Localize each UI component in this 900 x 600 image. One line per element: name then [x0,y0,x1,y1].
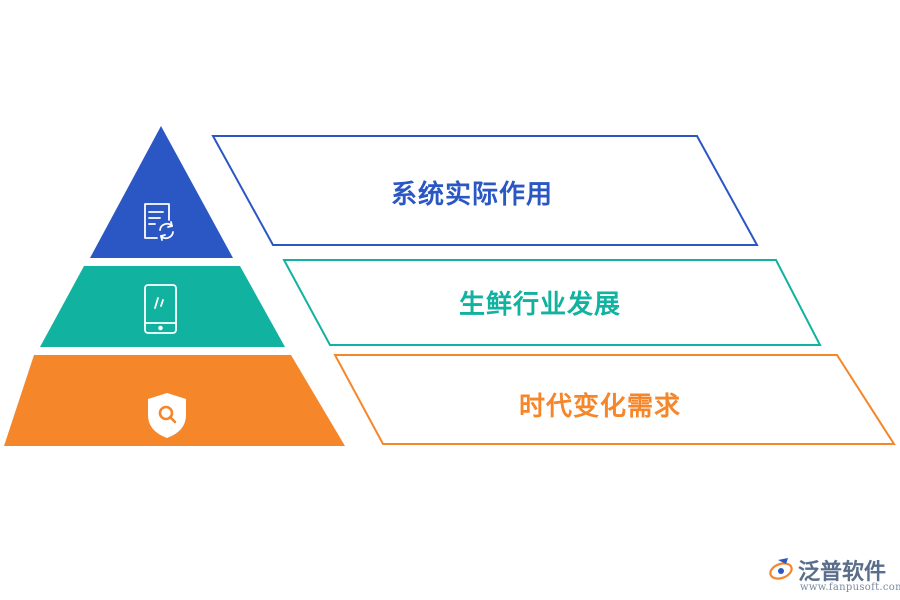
label-box-bottom [333,354,896,445]
pyramid-tier-top [90,126,233,258]
label-box-top [211,135,759,246]
tablet-icon [144,284,177,334]
tier-label-bottom: 时代变化需求 [518,392,682,422]
document-refresh-icon [144,203,174,241]
pyramid-tier-middle [40,266,285,347]
tier-label-middle: 生鲜行业发展 [458,290,622,320]
watermark: 泛普软件 www.fanpusoft.com [768,554,900,594]
shield-search-icon [148,393,186,438]
watermark-url: www.fanpusoft.com [800,582,900,593]
fanpu-logo-icon [769,558,793,580]
label-box-middle [282,259,822,346]
watermark-name: 泛普软件 [798,560,887,585]
tier-label-top: 系统实际作用 [390,180,554,210]
